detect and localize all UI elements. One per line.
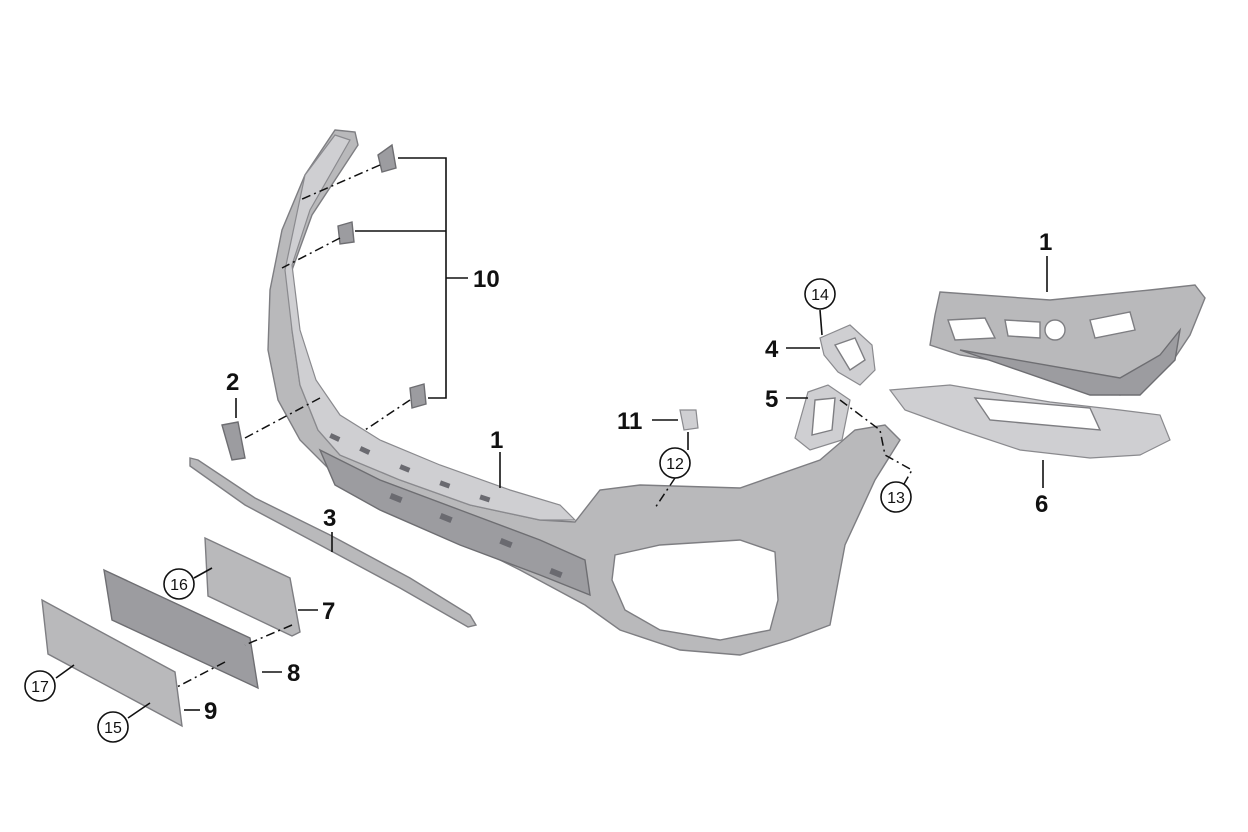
circled-callout-14: 14 — [804, 278, 836, 310]
plate-holder-part-9[interactable] — [41, 598, 183, 728]
lower-deflector-part[interactable] — [888, 384, 1171, 459]
clip-part-10-c[interactable] — [409, 383, 427, 409]
callout-9: 9 — [204, 698, 217, 725]
callout-14: 14 — [811, 287, 829, 304]
callout-2: 2 — [226, 369, 239, 396]
callout-5: 5 — [765, 386, 778, 413]
callout-10: 10 — [473, 266, 500, 293]
callout-8: 8 — [287, 660, 300, 687]
leader-lines — [55, 157, 1048, 719]
callout-6: 6 — [1035, 491, 1048, 518]
callout-17: 17 — [31, 679, 49, 696]
plate-part-8[interactable] — [103, 568, 259, 690]
clip-part-10-a[interactable] — [377, 143, 397, 173]
grille-bracket-part-4[interactable] — [819, 324, 876, 386]
callout-3: 3 — [323, 505, 336, 532]
circled-callout-15: 15 — [97, 711, 129, 743]
callout-4: 4 — [765, 336, 779, 363]
callout-16: 16 — [170, 577, 188, 594]
clip-part-10-b[interactable] — [337, 221, 355, 245]
bumper-carrier-part[interactable] — [929, 284, 1206, 396]
clip-part-11[interactable] — [679, 409, 699, 431]
plate-base-part-7[interactable] — [204, 536, 301, 637]
circled-callout-13: 13 — [880, 481, 912, 513]
circled-callout-12: 12 — [659, 447, 691, 479]
callout-7: 7 — [322, 598, 335, 625]
circled-callout-16: 16 — [163, 568, 195, 600]
callout-12: 12 — [666, 456, 684, 473]
callout-15: 15 — [104, 720, 122, 737]
callout-11: 11 — [617, 408, 642, 435]
circled-callout-17: 17 — [24, 670, 56, 702]
trim-strip-part[interactable] — [189, 457, 478, 628]
bracket-part-2[interactable] — [221, 421, 246, 461]
grille-bracket-part-5[interactable] — [794, 384, 851, 451]
bumper-cover-part[interactable] — [267, 129, 901, 656]
callout-1-carrier: 1 — [1039, 229, 1052, 256]
callout-13: 13 — [887, 490, 905, 507]
callout-1-bumper: 1 — [490, 427, 503, 454]
